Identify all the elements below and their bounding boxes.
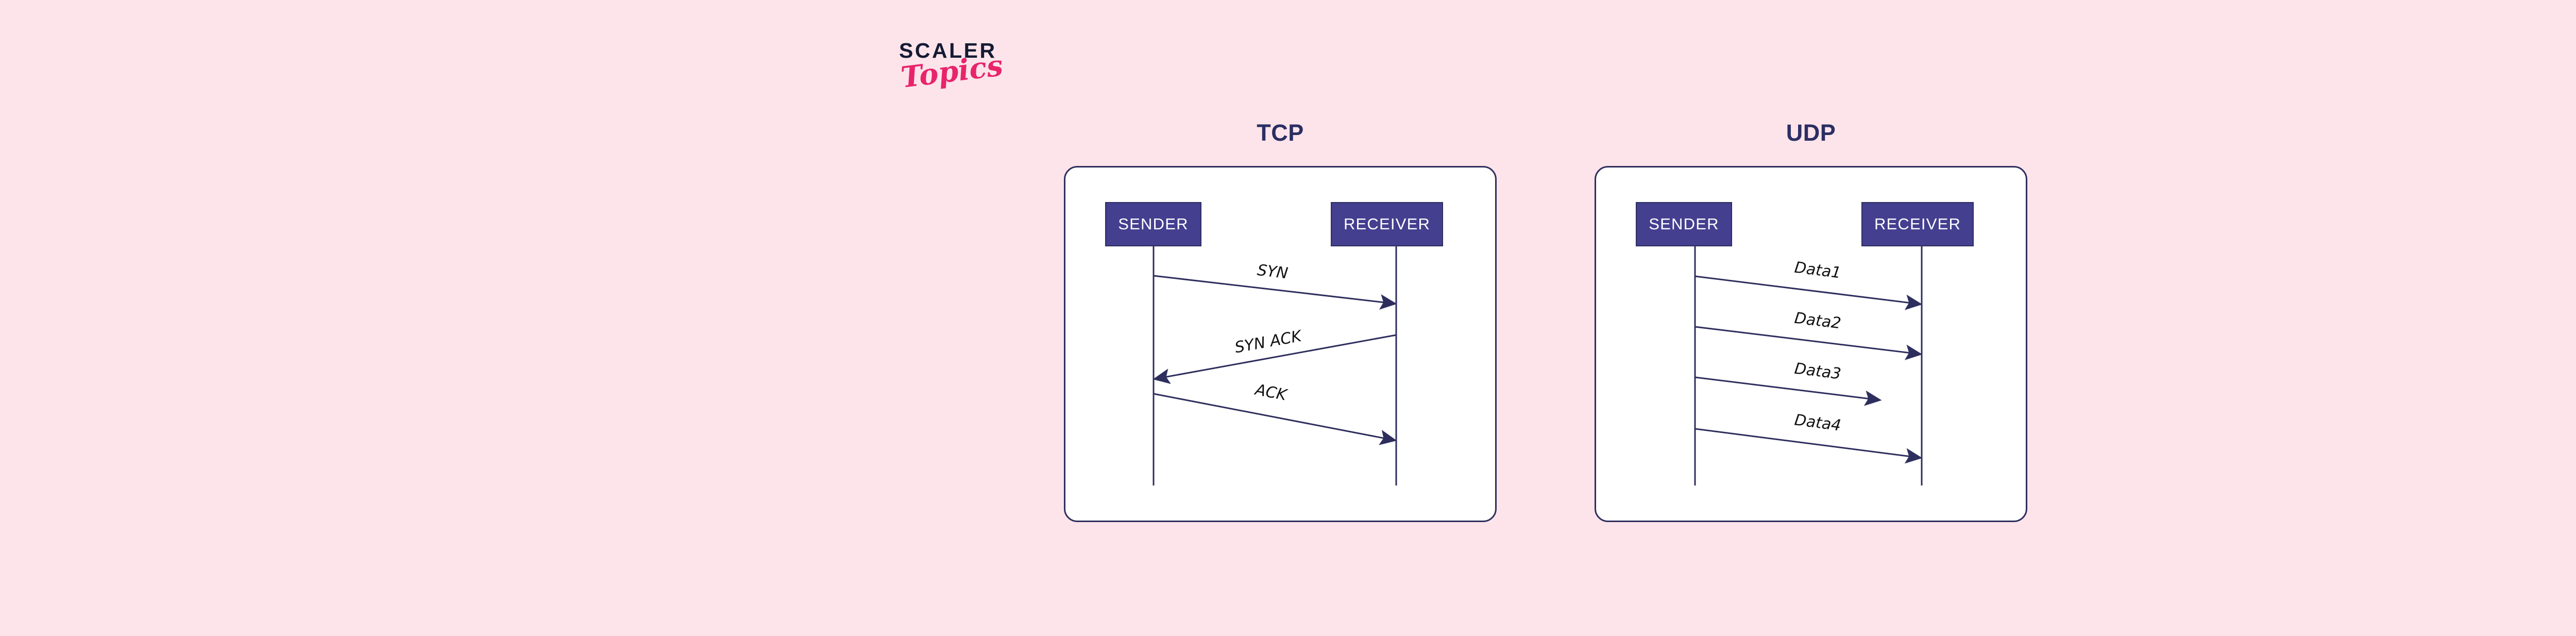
udp-message-arrow-data4 [1694,428,1923,464]
udp-message-label-data2: Data2 [1793,309,1842,333]
tcp-message-arrow-syn-ack [1153,334,1397,384]
tcp-sequence-diagram: SYN SYN ACK ACK [1153,246,1397,486]
udp-message-arrow-data2 [1694,326,1923,360]
udp-receiver-label: RECEIVER [1874,215,1961,233]
tcp-message-arrow-ack [1153,393,1397,445]
udp-message-label-data1: Data1 [1793,259,1842,282]
tcp-receiver-label: RECEIVER [1343,215,1431,233]
tcp-message-label-ack: ACK [1252,380,1289,405]
tcp-sender-label: SENDER [1118,215,1189,233]
udp-message-label-data3: Data3 [1793,360,1842,383]
udp-sender-box: SENDER [1636,202,1732,246]
logo-wordmark: SCALER [899,39,997,62]
udp-sender-label: SENDER [1649,215,1719,233]
udp-title: UDP [1786,120,1836,146]
tcp-sender-box: SENDER [1105,202,1201,246]
udp-message-label-data4: Data4 [1793,411,1842,434]
udp-receiver-box: RECEIVER [1861,202,1974,246]
tcp-receiver-box: RECEIVER [1331,202,1443,246]
tcp-message-arrow-syn [1153,275,1397,310]
scaler-topics-logo: SCALER Topics [899,40,1038,102]
tcp-message-label-syn: SYN [1256,261,1289,283]
tcp-title: TCP [1257,120,1304,146]
udp-sequence-diagram: Data1 Data2 Data3 Data4 [1694,246,1923,486]
udp-message-arrow-data1 [1694,275,1923,310]
udp-message-arrow-data3 [1694,376,1882,406]
tcp-message-label-syn-ack: SYN ACK [1233,327,1304,357]
